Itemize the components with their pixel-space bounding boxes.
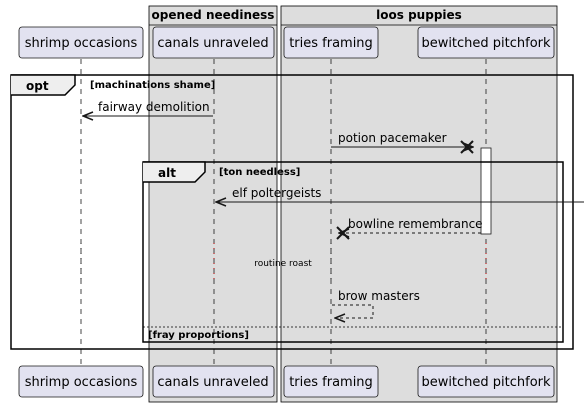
participant-canals-unraveled-bottom[interactable]: canals unraveled [152, 365, 275, 398]
message-label: potion pacemaker [338, 131, 447, 145]
group-title: loos puppies [376, 8, 462, 22]
delay-text: routine roast [254, 259, 312, 269]
fragment-opt: opt [machinations shame] [10, 74, 574, 350]
destroy-icon [460, 140, 474, 154]
participant-shrimp-occasions[interactable]: shrimp occasions [18, 26, 144, 59]
message-elf-poltergeists: elf poltergeists [216, 186, 584, 202]
participant-bewitched-pitchfork[interactable]: bewitched pitchfork [417, 26, 555, 59]
message-bowline-remembrance: bowline remembrance [336, 217, 483, 240]
activation-bar [480, 147, 492, 235]
participant-label: tries framing [289, 36, 373, 51]
participant-label: bewitched pitchfork [421, 36, 551, 51]
message-label: bowline remembrance [348, 217, 483, 231]
message-brow-masters: brow masters [332, 289, 420, 318]
fragment-guard: [machinations shame] [90, 80, 215, 91]
group-title: opened neediness [152, 8, 275, 22]
participant-label: shrimp occasions [25, 375, 138, 390]
message-label: elf poltergeists [232, 186, 321, 200]
participant-canals-unraveled[interactable]: canals unraveled [152, 26, 275, 59]
participant-label: canals unraveled [157, 36, 268, 51]
fragment-keyword: alt [158, 166, 176, 180]
group-opened-neediness: opened neediness [148, 5, 278, 403]
message-fairway-demolition: fairway demolition [83, 100, 213, 116]
participant-bewitched-pitchfork-bottom[interactable]: bewitched pitchfork [417, 365, 555, 398]
fragment-keyword: opt [26, 79, 49, 93]
participant-label: bewitched pitchfork [421, 375, 551, 390]
delay-marker [80, 243, 487, 283]
participant-shrimp-occasions-bottom[interactable]: shrimp occasions [18, 365, 144, 398]
message-label: brow masters [338, 289, 420, 303]
destroy-icon [336, 226, 350, 240]
fragment-alt: alt [ton needless] [fray proportions] [142, 161, 564, 343]
participant-label: canals unraveled [157, 375, 268, 390]
participant-label: shrimp occasions [25, 36, 138, 51]
participant-label: tries framing [289, 375, 373, 390]
message-potion-pacemaker: potion pacemaker [331, 131, 474, 154]
fragment-else-guard: [fray proportions] [148, 330, 249, 341]
participant-tries-framing[interactable]: tries framing [283, 26, 379, 59]
message-label: fairway demolition [98, 100, 210, 114]
group-loos-puppies: loos puppies [280, 5, 558, 403]
participant-tries-framing-bottom[interactable]: tries framing [283, 365, 379, 398]
fragment-guard: [ton needless] [219, 167, 300, 178]
